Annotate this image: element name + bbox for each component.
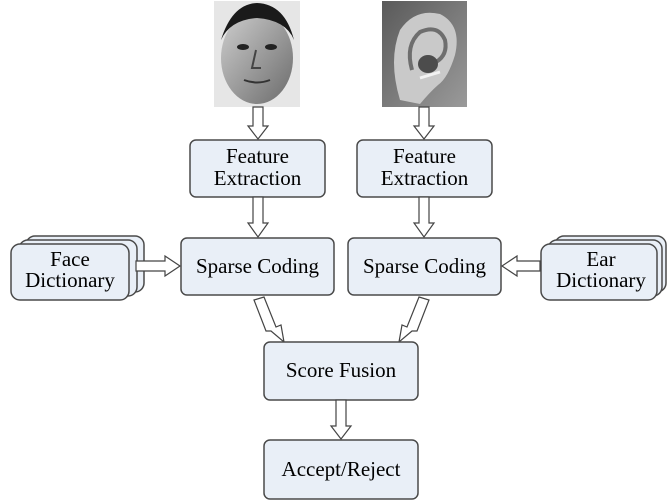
score-fusion-box: Score Fusion [263, 341, 419, 401]
arrow-fusion-to-decision [329, 399, 353, 440]
arrow-sparse-right-to-fusion [398, 296, 430, 344]
ear-dictionary-line2: Dictionary [556, 268, 646, 292]
feature-extraction-right-line2: Extraction [381, 166, 469, 190]
score-fusion-label: Score Fusion [286, 358, 397, 382]
decision-box: Accept/Reject [263, 439, 419, 500]
arrow-ear-dictionary-to-sparse [500, 254, 541, 278]
arrow-ear-to-feature [412, 106, 436, 140]
feature-extraction-right-box: Feature Extraction [356, 139, 493, 198]
arrow-face-dictionary-to-sparse [135, 254, 182, 278]
arrow-feature-to-sparse-left [246, 196, 270, 239]
arrow-face-to-feature [246, 106, 270, 140]
sparse-coding-left-box: Sparse Coding [180, 237, 335, 296]
face-dictionary-line1: Face [50, 247, 90, 271]
face-dictionary-stack: Face Dictionary [10, 235, 145, 301]
arrow-sparse-left-to-fusion [253, 296, 285, 344]
arrow-feature-to-sparse-right [412, 196, 436, 239]
sparse-coding-right-label: Sparse Coding [363, 254, 487, 278]
sparse-coding-right-box: Sparse Coding [347, 237, 502, 296]
feature-extraction-right-line1: Feature [393, 144, 456, 168]
feature-extraction-left-box: Feature Extraction [189, 139, 326, 198]
ear-dictionary-line1: Ear [586, 247, 615, 271]
feature-extraction-left-line1: Feature [226, 144, 289, 168]
face-image [214, 1, 300, 107]
ear-dictionary-stack: Ear Dictionary [540, 235, 667, 301]
decision-label: Accept/Reject [282, 457, 401, 481]
feature-extraction-left-line2: Extraction [214, 166, 302, 190]
face-dictionary-line2: Dictionary [25, 268, 115, 292]
ear-image [382, 1, 467, 107]
sparse-coding-left-label: Sparse Coding [196, 254, 320, 278]
